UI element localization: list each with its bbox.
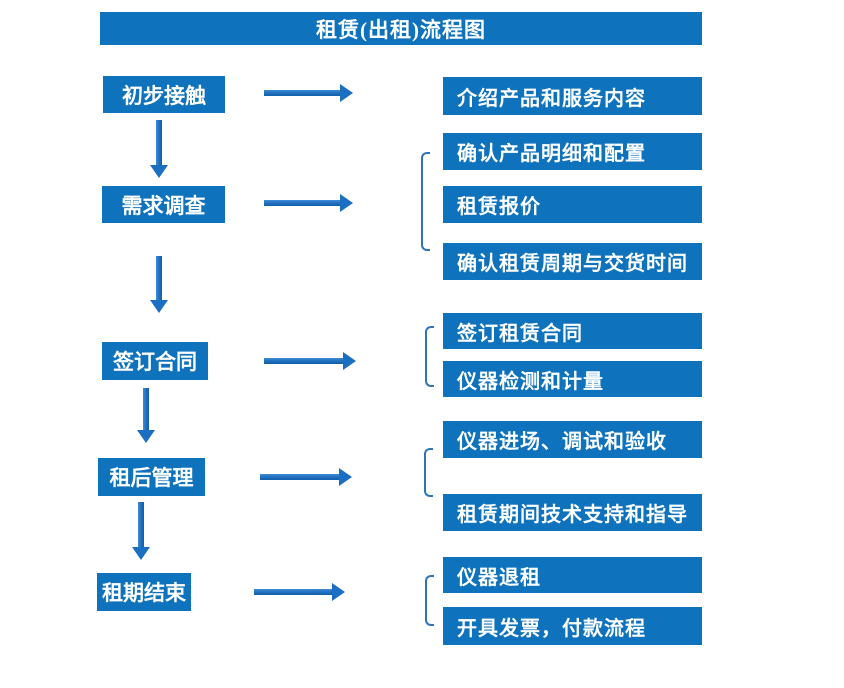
detail-box-introduce-products-services: 介绍产品和服务内容 [443, 77, 702, 115]
bracket-connector [424, 448, 433, 497]
arrow-shaft [138, 502, 144, 548]
arrow-down-icon [132, 502, 150, 560]
arrow-right-icon [260, 468, 352, 486]
arrow-down-icon [150, 120, 168, 178]
arrow-head [137, 430, 155, 443]
arrow-head [340, 194, 353, 212]
arrow-head [340, 84, 353, 102]
bracket-connector [425, 326, 434, 387]
step-box-lease-end: 租期结束 [97, 573, 191, 611]
arrow-shaft [264, 200, 341, 206]
step-box-post-rental-management: 租后管理 [98, 458, 205, 496]
detail-box-technical-support-guidance: 租赁期间技术支持和指导 [443, 494, 702, 531]
arrow-down-icon [150, 256, 168, 313]
detail-box-confirm-rental-period-delivery: 确认租赁周期与交货时间 [443, 243, 702, 280]
arrow-right-icon [264, 194, 353, 212]
arrow-right-icon [264, 84, 353, 102]
arrow-shaft [254, 589, 333, 595]
flowchart-title: 租赁(出租)流程图 [100, 12, 702, 45]
arrow-shaft [156, 256, 162, 301]
arrow-head [332, 583, 345, 601]
arrow-shaft [260, 474, 340, 480]
step-box-sign-contract: 签订合同 [102, 342, 208, 380]
detail-box-sign-rental-contract: 签订租赁合同 [443, 313, 702, 349]
arrow-down-icon [137, 388, 155, 443]
arrow-right-icon [254, 583, 345, 601]
arrow-head [150, 300, 168, 313]
bracket-connector [421, 152, 430, 251]
arrow-shaft [156, 120, 162, 166]
step-box-demand-survey: 需求调查 [102, 186, 225, 223]
detail-box-instrument-entry-debug-acceptance: 仪器进场、调试和验收 [443, 421, 702, 458]
detail-box-invoice-payment-process: 开具发票，付款流程 [443, 607, 702, 645]
detail-box-rental-quotation: 租赁报价 [443, 186, 702, 223]
arrow-head [343, 352, 356, 370]
arrow-shaft [143, 388, 149, 431]
bracket-connector [425, 575, 434, 626]
detail-box-instrument-inspection-measurement: 仪器检测和计量 [443, 361, 702, 397]
arrow-right-icon [264, 352, 356, 370]
detail-box-confirm-product-details: 确认产品明细和配置 [443, 133, 702, 170]
detail-box-instrument-return: 仪器退租 [443, 557, 702, 593]
arrow-head [132, 547, 150, 560]
step-box-initial-contact: 初步接触 [103, 76, 225, 113]
arrow-head [150, 165, 168, 178]
arrow-head [339, 468, 352, 486]
arrow-shaft [264, 90, 341, 96]
arrow-shaft [264, 358, 344, 364]
